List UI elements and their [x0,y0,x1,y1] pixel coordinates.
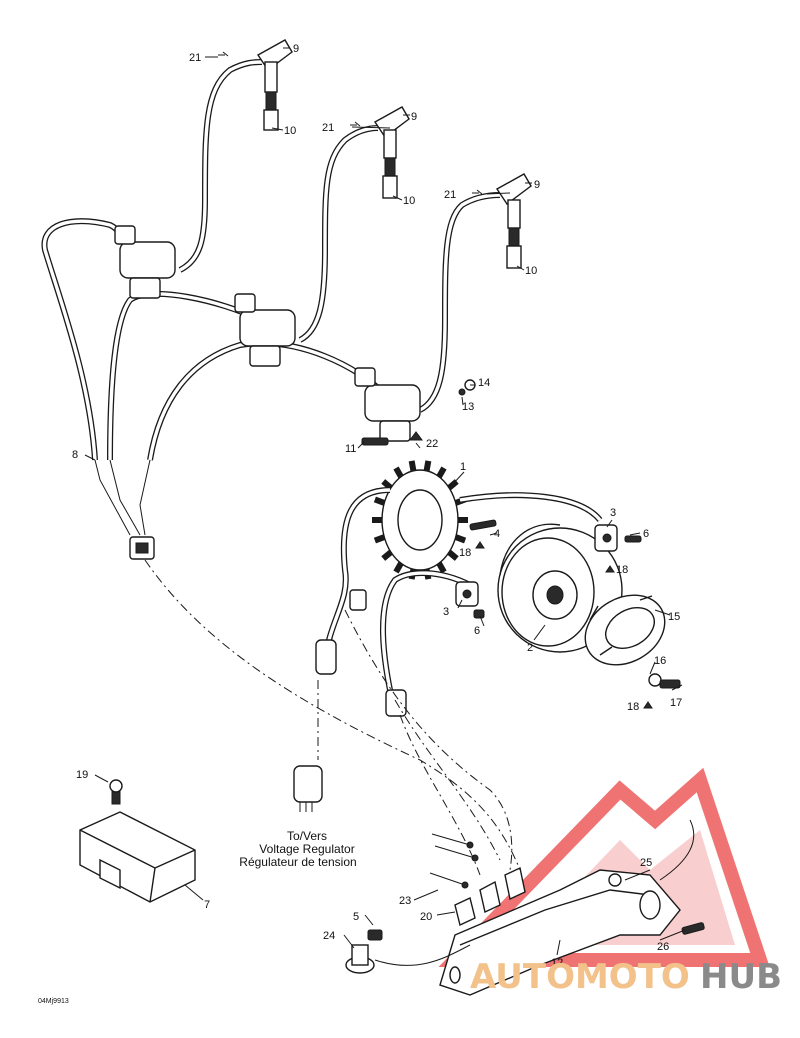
callout-18c: 18 [627,701,639,713]
high-tension-leads [41,59,501,536]
callout-9b: 9 [411,111,417,123]
callout-15: 15 [668,611,680,623]
callout-18b: 18 [616,564,628,576]
regulator-note-line3: Régulateur de tension [239,855,356,869]
callout-10b: 10 [403,195,415,207]
callout-21b: 21 [322,122,334,134]
stator-tooth [423,460,432,472]
regulator-note: To/Vers Voltage Regulator Régulateur de … [239,829,356,869]
callout-25: 25 [640,857,652,869]
stator-tooth [454,534,467,544]
watermark-part1: AUTOMOTO [470,957,690,997]
stator-tooth [373,496,386,506]
callout-3b: 3 [443,606,449,618]
stator-tooth [393,561,404,574]
callout-1: 1 [460,461,466,473]
callout-19: 19 [76,769,88,781]
stator-tooth [436,466,447,479]
callout-10c: 10 [525,265,537,277]
stator [315,460,603,717]
callout-17: 17 [670,697,682,709]
regulator-connector [293,765,323,812]
callout-5: 5 [353,911,359,923]
callout-22: 22 [426,438,438,450]
stator-tooth [373,534,386,544]
watermark-text: AUTOMOTO HUB [470,957,782,997]
stator-tooth [408,460,417,472]
callout-labels: 21 9 10 21 9 10 21 9 10 14 13 11 22 8 1 … [72,43,682,969]
regulator-note-line1: To/Vers [287,829,327,843]
stator-tooth [393,466,404,479]
callout-6a: 6 [643,528,649,540]
trigger-coil-bottom [455,581,485,619]
callout-4: 4 [494,528,500,540]
callout-24: 24 [323,930,335,942]
callout-11: 11 [345,443,356,455]
flywheel-nut [605,565,681,709]
routing-lines [144,559,521,876]
starter-ring [584,594,666,666]
callout-20: 20 [420,911,432,923]
callout-2: 2 [527,642,533,654]
callout-23: 23 [399,895,411,907]
callout-14: 14 [478,377,490,389]
leader-lines [84,47,686,956]
mounting-bracket [439,819,695,996]
callout-16: 16 [654,655,666,667]
callout-21c: 21 [444,189,456,201]
spark-plug-cap-2 [350,106,410,199]
callout-3a: 3 [610,507,616,519]
callout-9a: 9 [293,43,299,55]
callout-10a: 10 [284,125,296,137]
callout-7: 7 [204,899,210,911]
sensor-switch [345,929,471,974]
callout-6b: 6 [474,625,480,637]
callout-18a: 18 [459,547,471,559]
callout-21a: 21 [189,52,201,64]
spark-plug-cap-3 [472,173,532,269]
stator-tooth [381,479,393,491]
callout-8: 8 [72,449,78,461]
callout-26: 26 [657,941,669,953]
stator-bolt [469,519,497,549]
spark-plug-cap-1 [218,39,293,131]
ignition-coils [114,225,421,442]
stator-tooth [447,549,459,561]
callout-12: 12 [551,957,563,969]
callout-9c: 9 [534,179,540,191]
bracket-bolts [608,873,705,935]
bracket-clips [429,833,526,926]
stator-tooth [381,549,393,561]
harness-connector [129,536,155,560]
trigger-coil-top [594,524,642,552]
regulator-module [79,779,196,903]
diagram-code: 04Mj9913 [38,998,69,1005]
regulator-note-line2: Voltage Regulator [259,842,354,856]
stator-tooth [436,561,447,574]
watermark-part2: HUB [700,957,782,997]
callout-13: 13 [462,401,474,413]
